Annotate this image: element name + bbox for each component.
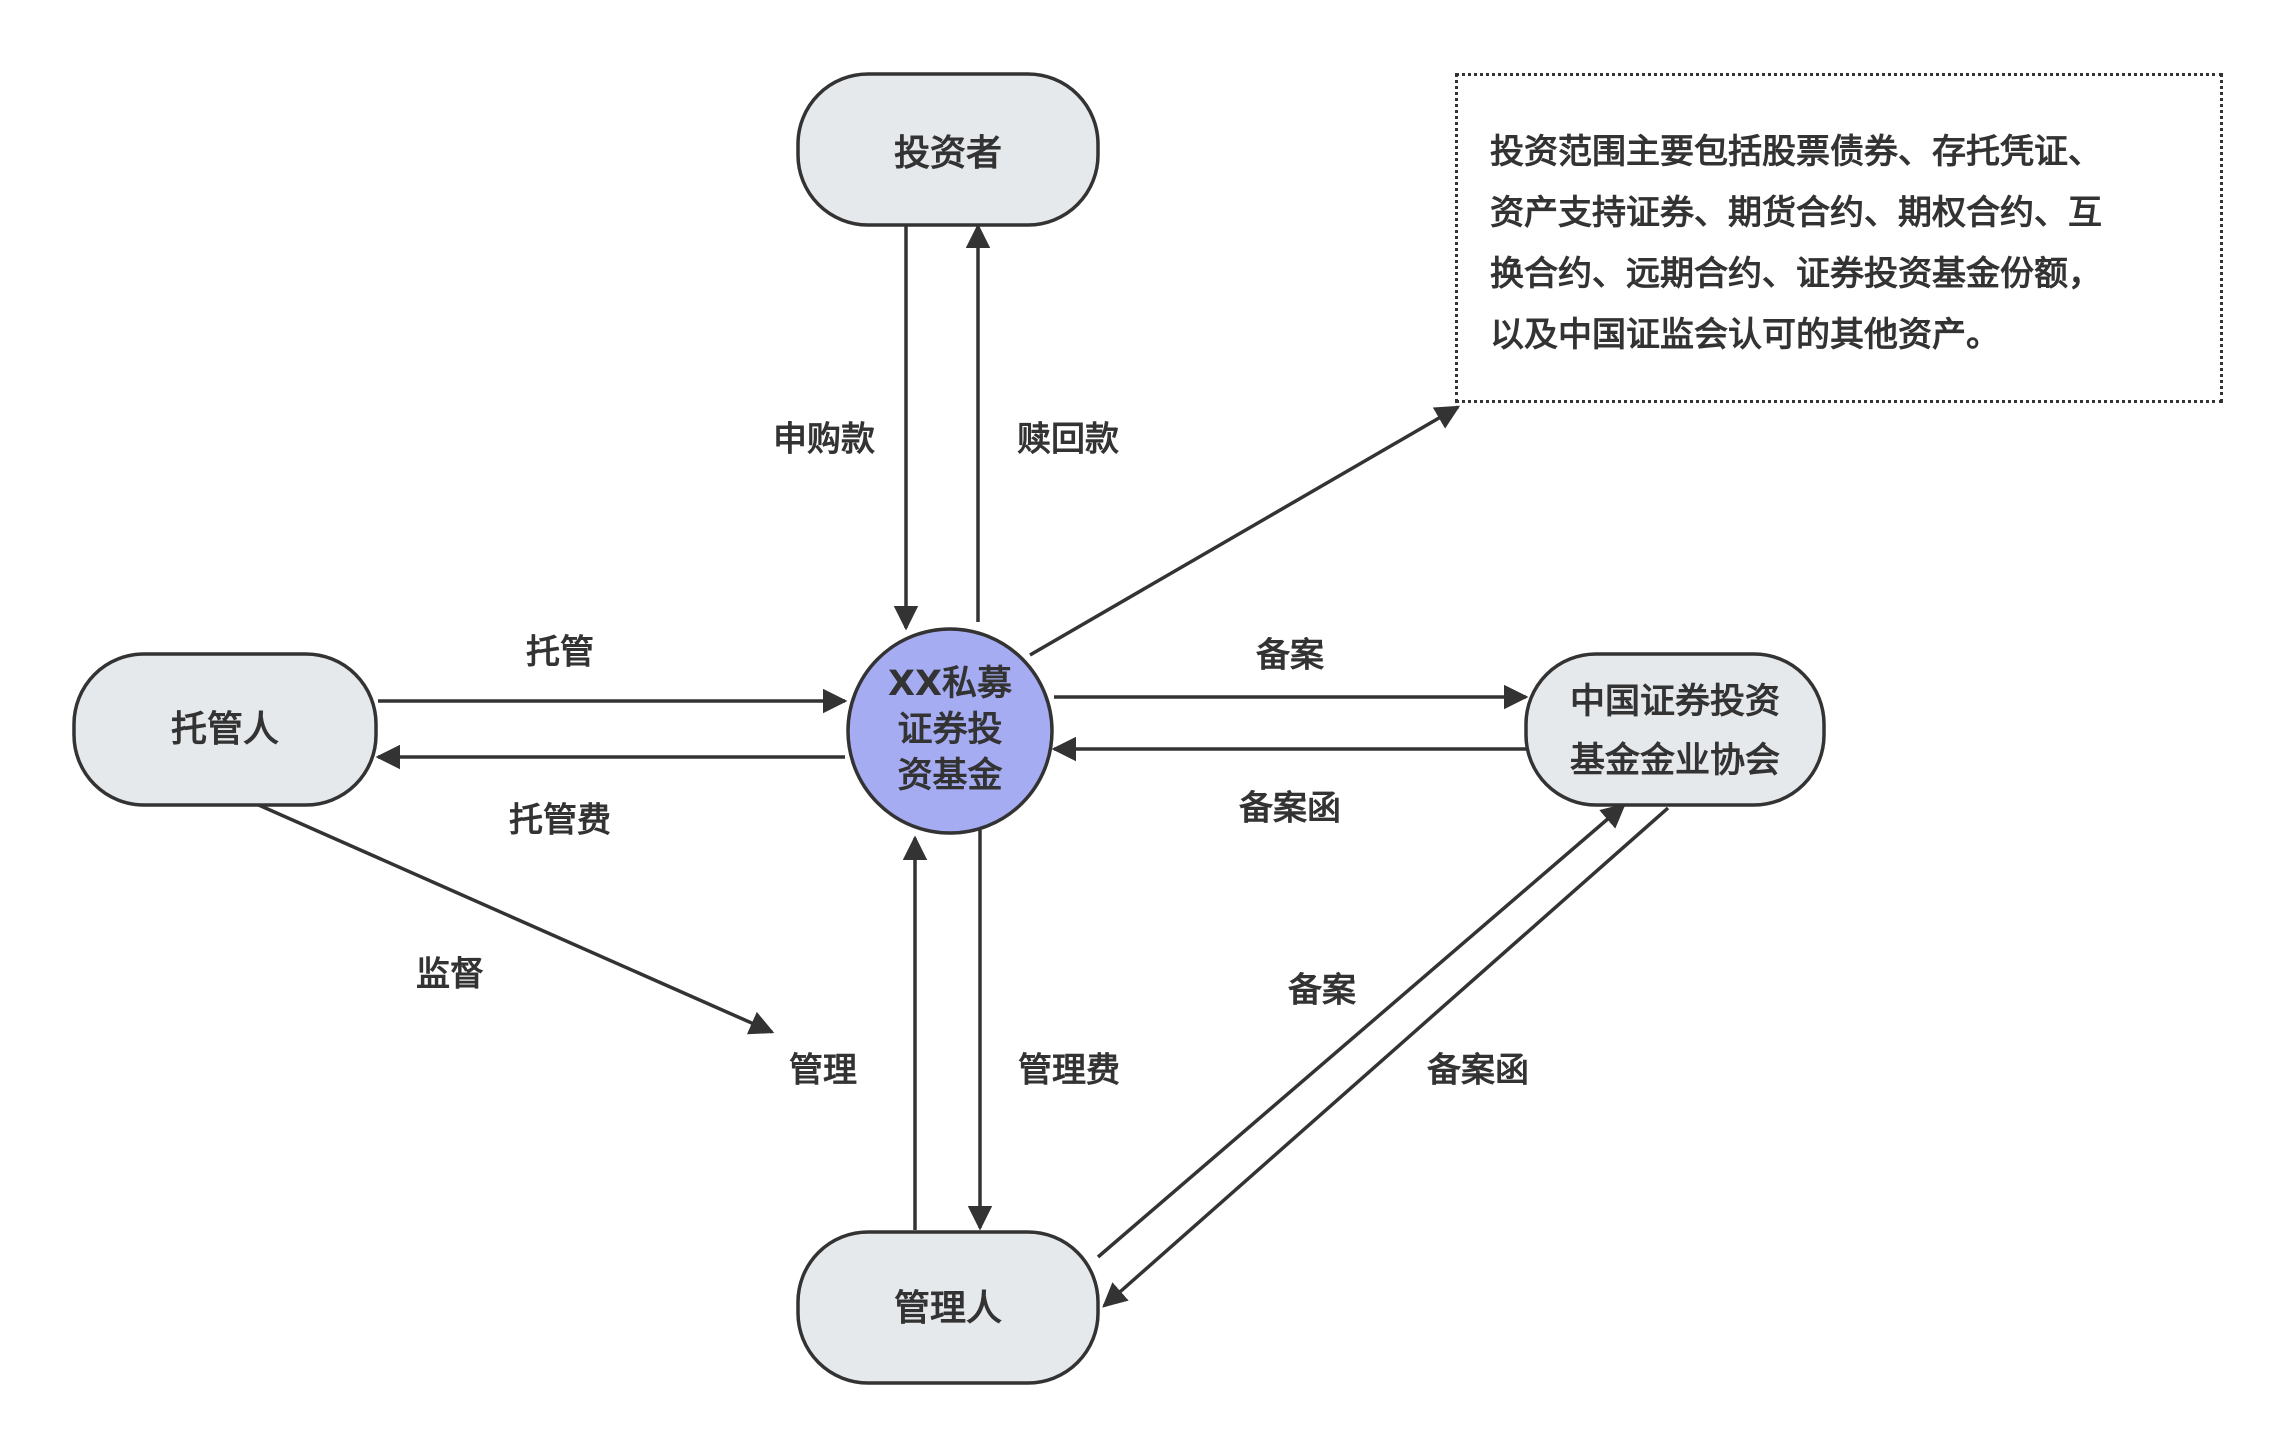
note-text: 投资范围主要包括股票债券、存托凭证、 资产支持证券、期货合约、期权合约、互 换合… (1490, 122, 2210, 366)
redemption-label: 赎回款 (1017, 420, 1119, 460)
node-investor (796, 72, 1100, 227)
edge-to-note (1029, 405, 1461, 657)
subscription-label: 申购款 (773, 420, 875, 460)
note-line: 资产支持证券、期货合约、期权合约、互 (1490, 193, 2102, 233)
edge-filing-bottom (1096, 803, 1626, 1259)
note-line: 换合约、远期合约、证券投资基金份额， (1490, 254, 2102, 294)
custody-label: 托管 (526, 633, 594, 673)
association-label-line-2: 基金金业协会 (1570, 740, 1780, 781)
manager-label: 管理人 (894, 1288, 1002, 1329)
note-box (1455, 73, 2223, 403)
edge-filing-letter-bottom (1102, 806, 1670, 1308)
supervision-label: 监督 (416, 955, 484, 995)
investor-label: 投资者 (894, 133, 1002, 174)
filing-bottom-label: 备案 (1288, 971, 1357, 1011)
node-custodian (72, 652, 378, 807)
fund-label-line-3: 资基金 (897, 755, 1003, 796)
fund-label-line-1: XX私募 (888, 664, 1013, 704)
association-label-line-1: 中国证券投资 (1570, 682, 1780, 722)
node-fund (846, 627, 1054, 835)
node-association (1524, 652, 1826, 807)
node-manager (796, 1230, 1100, 1385)
filing-letter-top-label: 备案函 (1239, 789, 1341, 829)
custodian-label: 托管人 (171, 709, 279, 750)
fund-label-line-2: 证券投 (897, 710, 1002, 750)
note-line: 以及中国证监会认可的其他资产。 (1490, 315, 2000, 355)
filing-letter-bottom-label: 备案函 (1427, 1051, 1529, 1091)
custody-fee-label: 托管费 (509, 801, 611, 841)
edge-supervision (253, 801, 775, 1035)
management-fee-label: 管理费 (1018, 1051, 1120, 1091)
note-line: 投资范围主要包括股票债券、存托凭证、 (1490, 132, 2102, 172)
filing-top-label: 备案 (1256, 636, 1325, 676)
management-label: 管理 (789, 1051, 857, 1091)
